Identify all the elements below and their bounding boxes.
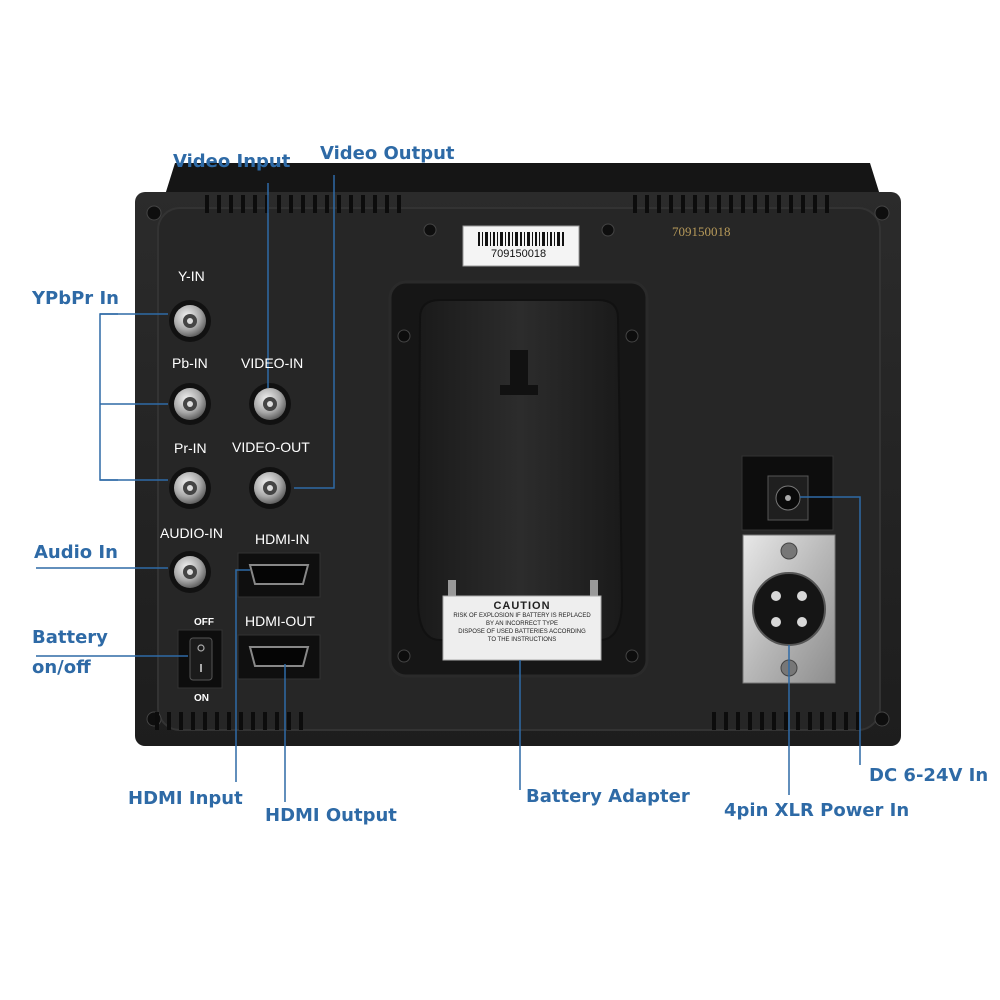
vent-slots-top-right (633, 195, 829, 213)
top-hood (165, 163, 880, 195)
callout-xlr-power-in: 4pin XLR Power In (724, 800, 910, 821)
dc-barrel-jack (741, 455, 834, 531)
sticker-serial-number: 709150018 (491, 248, 547, 260)
label-switch-off: OFF (194, 617, 214, 628)
bnc-pr-in (169, 467, 211, 509)
hdmi-out-port (237, 634, 321, 680)
label-switch-on: ON (194, 693, 209, 704)
callout-battery-line-1: Battery (32, 627, 108, 648)
bnc-y-in (169, 300, 211, 342)
callout-hdmi-input: HDMI Input (128, 788, 243, 809)
callout-battery-line-2: on/off (32, 656, 91, 678)
caution-label: CAUTION RISK OF EXPLOSION IF BATTERY IS … (443, 596, 601, 660)
label-video-out: VIDEO-OUT (232, 439, 310, 455)
caution-line-3: DISPOSE OF USED BATTERIES ACCORDING (458, 629, 586, 635)
callout-hdmi-output: HDMI Output (265, 805, 397, 826)
caution-line-2: BY AN INCORRECT TYPE (485, 621, 559, 627)
bnc-video-out (249, 467, 291, 509)
xlr-4pin-connector (742, 534, 836, 684)
callout-battery-onoff: Battery on/off (32, 627, 108, 678)
label-pr-in: Pr-IN (174, 440, 207, 456)
battery-adapter-plate (388, 280, 649, 678)
callout-dc-in: DC 6-24V In (869, 765, 989, 786)
callout-battery-adapter: Battery Adapter (526, 786, 690, 807)
caution-line-1: RISK OF EXPLOSION IF BATTERY IS REPLACED (453, 613, 591, 619)
leader-lines (36, 175, 861, 802)
vent-slots-bottom-right (712, 712, 860, 730)
caution-title: CAUTION (493, 600, 551, 612)
label-hdmi-out: HDMI-OUT (245, 613, 315, 629)
caution-line-4: TO THE INSTRUCTIONS (487, 637, 557, 643)
callout-video-output: Video Output (320, 143, 455, 164)
bnc-video-in (249, 383, 291, 425)
label-y-in: Y-IN (178, 268, 205, 284)
callout-video-input: Video Input (173, 151, 291, 172)
callout-audio-in: Audio In (34, 542, 118, 563)
callout-ypbpr-in: YPbPr In (32, 288, 119, 309)
bnc-pb-in (169, 383, 211, 425)
barcode-sticker (462, 225, 580, 267)
label-pb-in: Pb-IN (172, 355, 208, 371)
vent-slots-bottom-left (155, 712, 303, 730)
vent-slots-top-left (205, 195, 401, 213)
printed-serial-number: 709150018 (672, 224, 731, 239)
hdmi-in-port (237, 552, 321, 598)
label-video-in: VIDEO-IN (241, 355, 304, 371)
label-audio-in: AUDIO-IN (160, 525, 223, 541)
battery-power-switch (177, 629, 223, 689)
bnc-audio-in (169, 551, 211, 593)
label-hdmi-in: HDMI-IN (255, 531, 310, 547)
